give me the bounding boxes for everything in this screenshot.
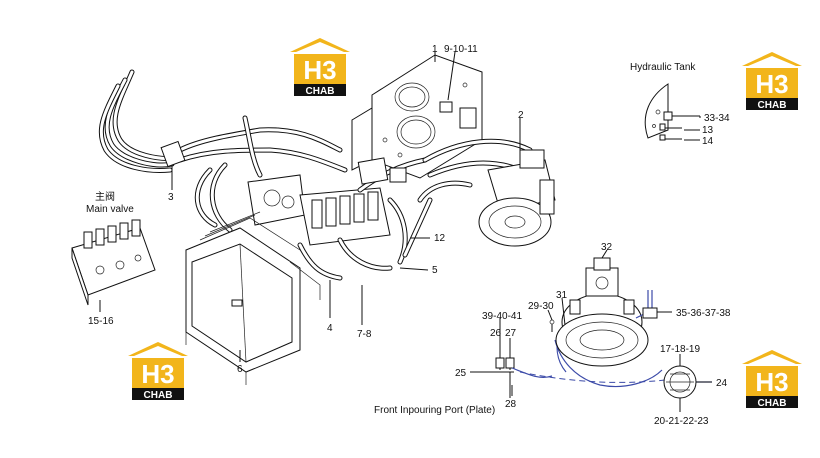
label-20-21-22-23: 20-21-22-23: [654, 416, 709, 427]
caption-front-port: Front Inpouring Port (Plate): [374, 405, 495, 416]
label-9-10-11: 9-10-11: [444, 44, 478, 55]
label-1: 1: [432, 44, 438, 55]
logo-text: CHAB: [306, 86, 335, 97]
label-31: 31: [556, 290, 568, 301]
logo-bottom-left: H3 CHAB: [128, 342, 188, 401]
logo-top-right: H3 CHAB: [742, 52, 802, 111]
leader-lines: [99, 51, 712, 412]
label-35-36-37-38: 35-36-37-38: [676, 308, 731, 319]
logo-text: CHAB: [758, 100, 787, 111]
label-13: 13: [702, 125, 714, 136]
label-29-30: 29-30: [528, 301, 554, 312]
caption-main-valve-cn: 主阀: [95, 190, 115, 203]
label-3: 3: [168, 192, 174, 203]
hose-bundle-top: [98, 69, 348, 178]
hydraulic-tank-inset: [644, 83, 700, 141]
label-24: 24: [716, 378, 728, 389]
label-33-34: 33-34: [704, 113, 730, 124]
part-labels: 1 9-10-11 2 3 4 5 6 7-8 12 13 14 15-16 1…: [88, 44, 731, 427]
logo-letters: H3: [141, 359, 174, 389]
label-26: 26: [490, 328, 502, 339]
label-14: 14: [702, 136, 714, 147]
label-2: 2: [518, 110, 524, 121]
label-25: 25: [455, 368, 467, 379]
captions: 主阀 Main valve Hydraulic Tank Front Inpou…: [86, 62, 696, 416]
oil-cooler: [185, 211, 321, 385]
label-39-40-41: 39-40-41: [482, 311, 522, 322]
label-17-18-19: 17-18-19: [660, 344, 700, 355]
label-27: 27: [505, 328, 517, 339]
logo-text: CHAB: [144, 390, 173, 401]
logo-text: CHAB: [758, 398, 787, 409]
travel-motor: [519, 257, 666, 388]
label-6: 6: [237, 364, 243, 375]
logo-letters: H3: [755, 367, 788, 397]
main-valve-inset: [71, 219, 156, 306]
label-32: 32: [601, 242, 613, 253]
logo-letters: H3: [303, 55, 336, 85]
logo-bottom-right: H3 CHAB: [742, 350, 802, 409]
label-12: 12: [434, 233, 446, 244]
label-5: 5: [432, 265, 438, 276]
caption-hydraulic-tank: Hydraulic Tank: [630, 62, 696, 73]
main-valve-assembly: [194, 157, 428, 281]
label-7-8: 7-8: [357, 329, 372, 340]
pump-assembly: [402, 138, 556, 258]
logo-letters: H3: [755, 69, 788, 99]
label-4: 4: [327, 323, 333, 334]
logo-top-left: H3 CHAB: [290, 38, 350, 97]
caption-main-valve-en: Main valve: [86, 204, 134, 215]
label-28: 28: [505, 399, 517, 410]
label-15-16: 15-16: [88, 316, 114, 327]
